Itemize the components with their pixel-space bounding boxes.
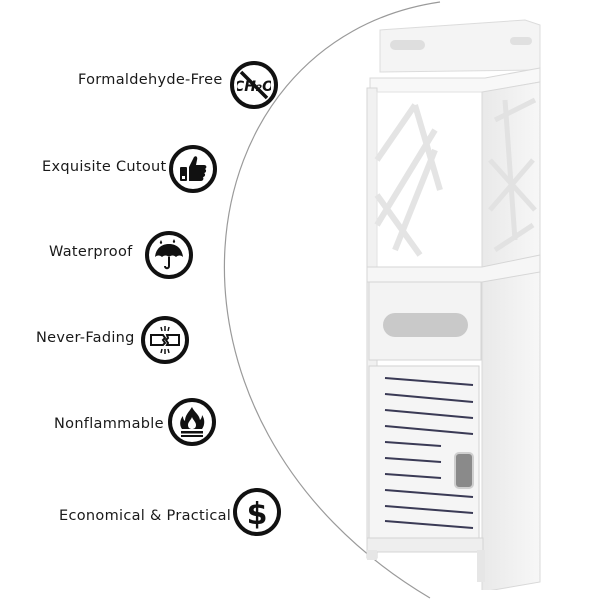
feature-never-fading: Never-Fading <box>36 330 135 346</box>
feature-exquisite-cutout: Exquisite Cutout <box>42 159 167 175</box>
umbrella-rain-icon <box>145 231 193 279</box>
svg-text:$: $ <box>247 497 268 529</box>
feature-label: Economical & Practical <box>59 508 232 524</box>
dollar-icon: $ <box>233 488 281 536</box>
feature-label: Exquisite Cutout <box>42 159 167 175</box>
feature-label: Formaldehyde-Free <box>78 72 223 88</box>
feature-label: Never-Fading <box>36 330 135 346</box>
break-resistant-icon <box>141 316 189 364</box>
no-formaldehyde-icon: CH2O <box>230 61 278 109</box>
feature-economical-practical: Economical & Practical <box>59 508 231 524</box>
feature-waterproof: Waterproof <box>49 244 133 260</box>
feature-nonflammable: Nonflammable <box>54 416 164 432</box>
product-cabinet-image <box>366 19 541 590</box>
thumbs-up-icon <box>169 145 217 193</box>
feature-formaldehyde-free: Formaldehyde-Free <box>78 72 223 88</box>
feature-label: Nonflammable <box>54 416 164 432</box>
feature-label: Waterproof <box>49 244 133 260</box>
flame-icon <box>168 398 216 446</box>
